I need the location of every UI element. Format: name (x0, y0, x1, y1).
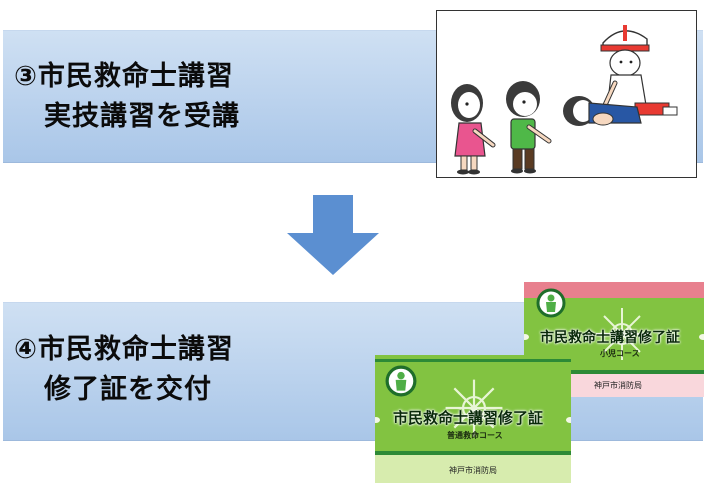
card-course-name: 普通救命コース (447, 431, 503, 440)
card-issuer: 神戸市消防局 (449, 466, 497, 475)
rescuer-figure-icon (600, 25, 678, 116)
card-edge-mark (699, 334, 704, 340)
card-title: 市民救命士講習修了証 (540, 330, 680, 346)
kobe-fire-emblem-icon (385, 365, 417, 397)
step-4-subtitle: 修了証を交付 (44, 374, 212, 405)
training-illustration (436, 10, 697, 178)
fire-service-crest-icon (445, 379, 503, 437)
step-4-title: ④市民救命士講習 (14, 334, 234, 365)
card-course-name: 小児コース (600, 349, 640, 358)
girl-figure-icon (451, 84, 496, 175)
standard-course-certificate: 市民救命士講習修了証 普通救命コース 神戸市消防局 (375, 355, 571, 483)
kobe-fire-emblem-icon (536, 288, 566, 318)
card-edge-mark (524, 334, 529, 340)
fire-service-crest-icon (596, 308, 648, 360)
patient-figure-icon (563, 96, 642, 126)
boy-figure-icon (506, 81, 552, 174)
card-edge-mark (375, 417, 380, 423)
card-top-stripe (375, 359, 571, 362)
step-4-label: ④市民救命士講習 修了証を交付 (14, 330, 234, 410)
cpr-training-scene-icon (451, 25, 678, 175)
card-edge-mark (566, 417, 571, 423)
card-stripe (524, 370, 704, 374)
card-title: 市民救命士講習修了証 (393, 409, 544, 427)
step-3-title: ③市民救命士講習 (14, 61, 234, 92)
card-top-bar (524, 282, 704, 298)
step-3-label: ③市民救命士講習 実技講習を受講 (14, 57, 240, 137)
card-stripe (375, 451, 571, 455)
step-3-subtitle: 実技講習を受講 (44, 101, 240, 132)
down-arrow-icon (287, 195, 379, 275)
card-issuer: 神戸市消防局 (594, 381, 642, 390)
